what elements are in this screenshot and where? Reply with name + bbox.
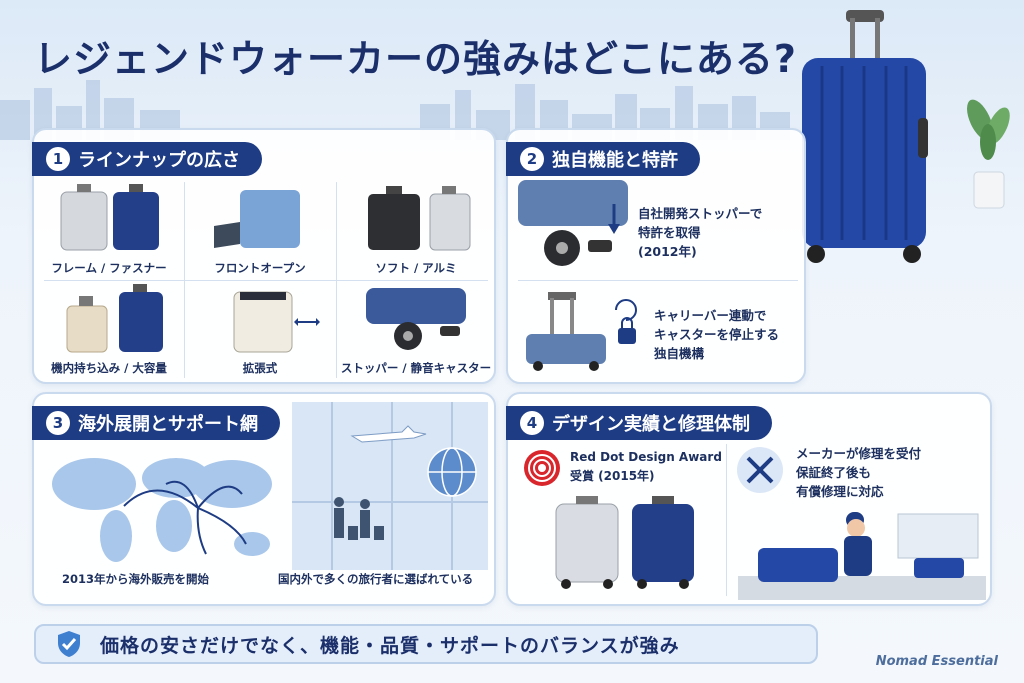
award-line: 受賞 (2015年): [570, 469, 655, 483]
lineup-frame-zipper: フレーム / ファスナー: [34, 180, 184, 280]
section-title: 独自機能と特許: [552, 150, 678, 171]
shield-check-icon: [58, 631, 80, 657]
patent-text-line: キャリーバー連動で: [654, 308, 767, 323]
section-design-card: 4 デザイン実績と修理体制 Red Dot Design Award 受賞 (2…: [506, 392, 992, 606]
summary-bar: 価格の安さだけでなく、機能・品質・サポートのバランスが強み: [34, 624, 818, 664]
world-map-image: [52, 458, 272, 562]
repair-text-line: メーカーが修理を受付: [796, 446, 922, 461]
patent-text-line: 自社開発ストッパーで: [638, 206, 763, 221]
section-global-card: 3 海外展開とサポート網 2013年から海外販売を開始 国内外で多くの旅行者に選…: [32, 392, 496, 606]
repair-text-line: 有償修理に対応: [796, 484, 884, 499]
section-title: 海外展開とサポート網: [78, 414, 258, 435]
summary-message: 価格の安さだけでなく、機能・品質・サポートのバランスが強み: [100, 634, 680, 657]
global-caption-left: 2013年から海外販売を開始: [62, 572, 210, 586]
hero-suitcase-image: [802, 10, 928, 263]
lineup-soft-aluminum: ソフト / アルミ: [336, 180, 496, 280]
section-number: 3: [46, 411, 70, 435]
section-lineup-card: 1 ラインナップの広さ フレーム / ファスナー フロントオープン ソフト / …: [32, 128, 496, 384]
global-caption-right: 国内外で多くの旅行者に選ばれている: [278, 572, 474, 586]
caster-closeup-icon: [366, 288, 466, 350]
section-patent-header: 2 独自機能と特許: [506, 142, 700, 176]
patent-text-line: (2012年): [638, 244, 697, 259]
patent-text-line: 独自機構: [654, 346, 705, 361]
cabin-large-suitcase-icon: [66, 284, 163, 353]
section-patent-card: 2 独自機能と特許 自社開発ストッパーで 特許を取得 (2012年) キャリーバ…: [506, 128, 806, 384]
expandable-suitcase-icon: [233, 291, 320, 353]
suitcase-pair-icon: [60, 184, 159, 251]
lineup-label: ソフト / アルミ: [375, 261, 457, 275]
repair-technician-image: [738, 512, 986, 600]
award-line: Red Dot Design Award: [570, 450, 722, 464]
page-title: レジェンドウォーカーの強みはどこにある?: [34, 37, 797, 81]
lineup-stopper-caster: ストッパー / 静音キャスター: [336, 282, 496, 382]
front-open-suitcase-icon: [214, 190, 300, 248]
award-suitcases-image: [555, 496, 694, 589]
plant-decoration: [967, 99, 1010, 209]
soft-aluminum-suitcase-icon: [368, 186, 471, 251]
lineup-carry-on-large: 機内持ち込み / 大容量: [34, 282, 184, 382]
section-number: 2: [520, 147, 544, 171]
red-dot-logo-icon: [524, 450, 560, 486]
lineup-expandable: 拡張式: [184, 282, 336, 382]
lineup-label: フロントオープン: [214, 261, 306, 275]
carry-bar-mechanism-image: [526, 292, 637, 371]
section-design-header: 4 デザイン実績と修理体制: [506, 406, 772, 440]
lineup-label: 機内持ち込み / 大容量: [51, 361, 167, 375]
stopper-caster-image: [518, 180, 628, 266]
patent-text-line: キャスターを停止する: [654, 327, 780, 342]
lineup-front-open: フロントオープン: [184, 180, 336, 280]
brand-name: Nomad Essential: [875, 654, 998, 669]
section-global-header: 3 海外展開とサポート網: [32, 406, 280, 440]
airport-travelers-image: [292, 402, 488, 570]
section-title: デザイン実績と修理体制: [552, 414, 750, 435]
repair-text-line: 保証終了後も: [796, 465, 872, 480]
section-number: 1: [46, 147, 70, 171]
tools-icon: [737, 447, 783, 493]
section-title: ラインナップの広さ: [78, 150, 240, 171]
lineup-label: 拡張式: [242, 361, 278, 375]
lineup-label: ストッパー / 静音キャスター: [340, 361, 492, 375]
patent-text-line: 特許を取得: [638, 225, 701, 240]
section-lineup-header: 1 ラインナップの広さ: [32, 142, 262, 176]
lineup-label: フレーム / ファスナー: [51, 261, 167, 275]
section-number: 4: [520, 411, 544, 435]
